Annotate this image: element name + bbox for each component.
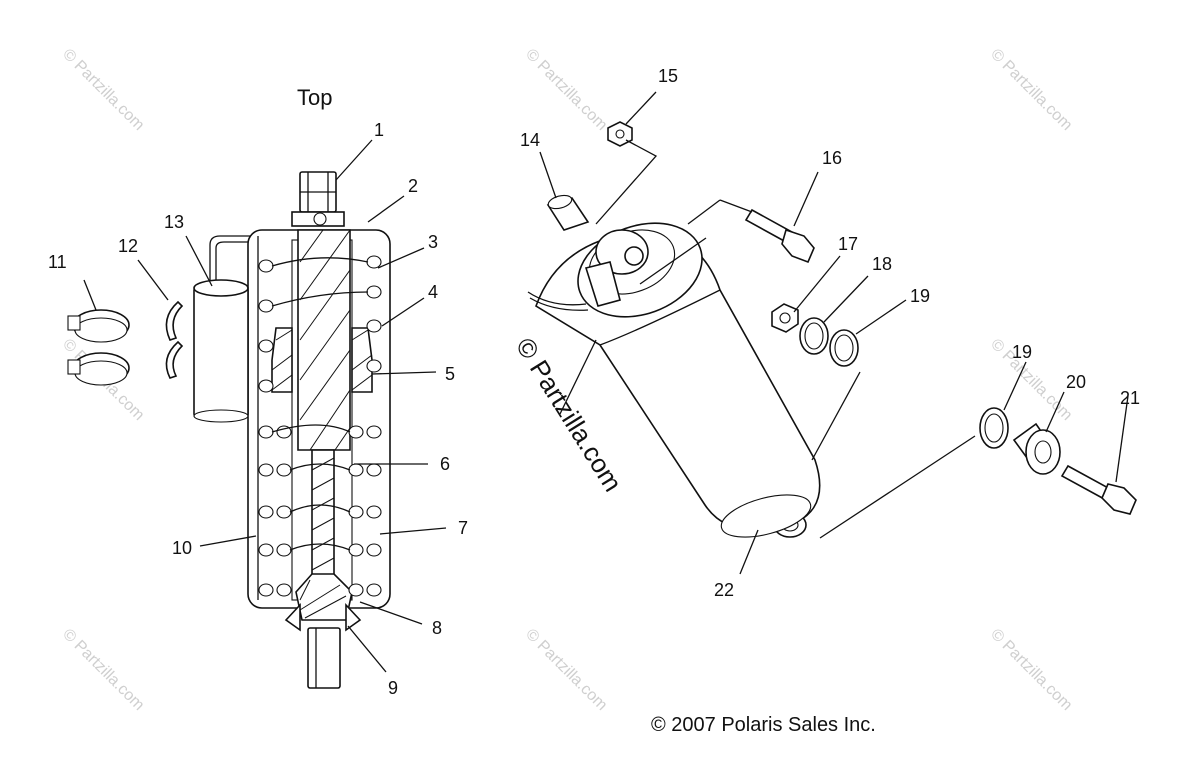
callout-12: 12 xyxy=(118,236,138,256)
sleeve xyxy=(546,194,590,231)
washer-19-lower xyxy=(979,407,1009,449)
callout-15: 15 xyxy=(658,66,678,86)
callout-14: 14 xyxy=(520,130,540,150)
washer-19-upper xyxy=(829,329,859,367)
callout-7: 7 xyxy=(458,518,468,538)
callout-2: 2 xyxy=(408,176,418,196)
hose-clamps xyxy=(67,309,130,386)
leader-lines xyxy=(83,91,1129,673)
callout-9: 9 xyxy=(388,678,398,698)
callout-4: 4 xyxy=(428,282,438,302)
callout-21: 21 xyxy=(1120,388,1140,408)
callout-20: 20 xyxy=(1066,372,1086,392)
callout-18: 18 xyxy=(872,254,892,274)
callout-6: 6 xyxy=(440,454,450,474)
callout-10: 10 xyxy=(172,538,192,558)
callout-3: 3 xyxy=(428,232,438,252)
callout-16: 16 xyxy=(822,148,842,168)
title-top: Top xyxy=(297,85,332,110)
bushing xyxy=(1012,422,1061,475)
callout-1: 1 xyxy=(374,120,384,140)
callout-11: 11 xyxy=(48,252,67,272)
watermark: © Partzilla.com xyxy=(987,626,1075,714)
bolt-upper xyxy=(744,208,815,264)
callout-8: 8 xyxy=(432,618,442,638)
callout-19b: 19 xyxy=(1012,342,1032,362)
watermark: © Partzilla.com xyxy=(522,46,610,134)
retainer-clips xyxy=(165,300,184,379)
reservoir xyxy=(193,279,249,423)
callout-19a: 19 xyxy=(910,286,930,306)
copyright-notice: © 2007 Polaris Sales Inc. xyxy=(651,714,876,736)
nut-top xyxy=(607,121,633,147)
shock-cutaway xyxy=(209,171,391,689)
nut-right xyxy=(771,303,799,333)
callouts: Top 1 2 3 4 5 6 7 8 9 10 11 12 13 14 15 … xyxy=(48,66,1140,698)
shock-assembly xyxy=(527,222,821,538)
watermark: © Partzilla.com xyxy=(987,46,1075,134)
watermark: © Partzilla.com xyxy=(59,626,147,714)
coil-sections xyxy=(258,255,382,597)
callout-22: 22 xyxy=(714,580,734,600)
watermark: © Partzilla.com xyxy=(522,626,610,714)
washer-18 xyxy=(799,317,829,355)
callout-5: 5 xyxy=(445,364,455,384)
callout-13: 13 xyxy=(164,212,184,232)
watermark: © Partzilla.com xyxy=(59,46,147,134)
bolt-lower xyxy=(1060,464,1137,515)
callout-17: 17 xyxy=(838,234,858,254)
